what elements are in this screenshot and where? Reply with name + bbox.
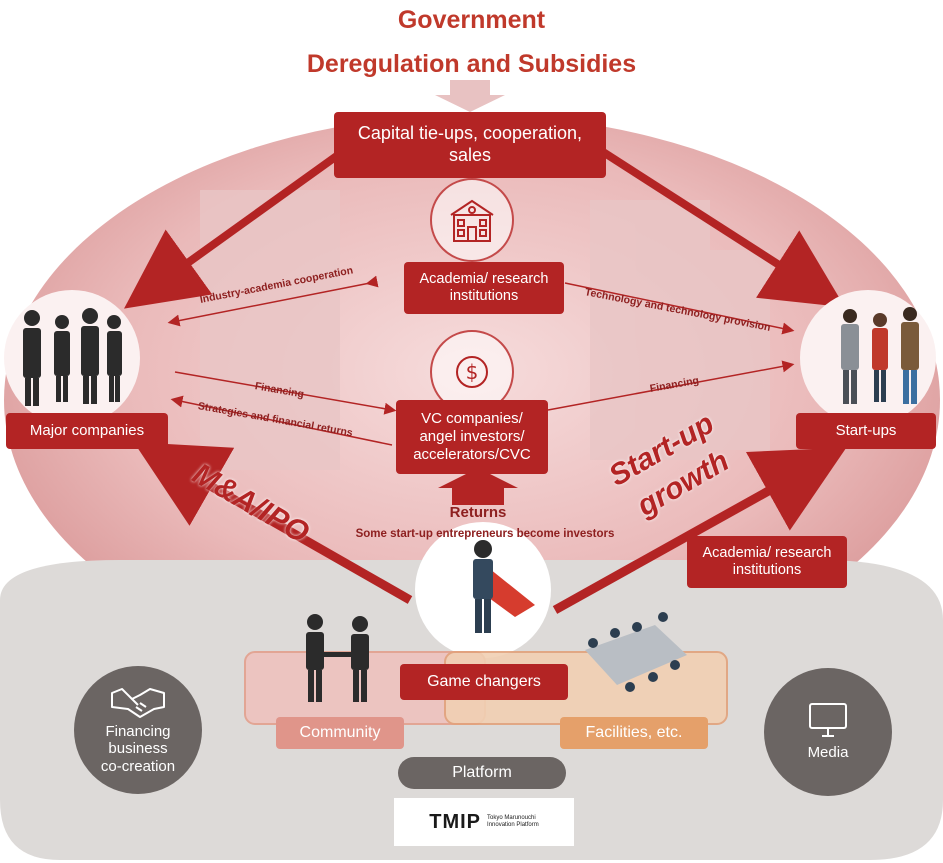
handshake-people-icon — [306, 614, 369, 702]
building-icon — [430, 178, 514, 262]
title-government: Government — [397, 6, 546, 34]
vc-box: VC companies/ angel investors/ accelerat… — [396, 400, 548, 474]
facilities-label: Facilities, etc. — [560, 717, 708, 749]
title-deregulation: Deregulation and Subsidies — [306, 50, 637, 78]
monitor-icon — [809, 703, 847, 738]
game-changers-box: Game changers — [400, 664, 568, 700]
arrow-ma-ipo — [133, 442, 413, 604]
arrow-to-startups — [597, 146, 845, 308]
entrepreneurs-label: Some start-up entrepreneurs become inves… — [355, 528, 615, 540]
tmip-logo-sub: Tokyo Marunouchi Innovation Platform — [487, 814, 539, 828]
platform-label: Platform — [398, 757, 566, 789]
arrow-to-major — [124, 146, 348, 309]
startups-box: Start-ups — [796, 413, 936, 449]
returns-arrow — [438, 468, 518, 505]
academia-right-box: Academia/ research institutions — [687, 536, 847, 588]
financing-line1: Financing — [105, 723, 171, 741]
financing-line2: business — [108, 740, 168, 758]
svg-text:$: $ — [466, 360, 479, 384]
arrow-tech-provision — [564, 282, 795, 335]
media-label: Media — [807, 744, 849, 762]
academia-center-box: Academia/ research institutions — [404, 262, 564, 314]
startup-people-icon — [841, 307, 919, 404]
returns-label: Returns — [449, 504, 507, 521]
building-silhouettes — [200, 190, 770, 470]
financing-cocreation-circle: Financing business co-creation — [74, 666, 202, 794]
handshake-icon — [111, 688, 165, 719]
financing-line3: co-creation — [100, 757, 176, 775]
down-arrow — [435, 80, 505, 112]
media-circle: Media — [764, 668, 892, 796]
community-label: Community — [276, 717, 404, 749]
tmip-logo: TMIP Tokyo Marunouchi Innovation Platfor… — [394, 798, 574, 846]
capital-box: Capital tie-ups, cooperation, sales — [334, 112, 606, 178]
major-companies-box: Major companies — [6, 413, 168, 449]
arrow-financing-left — [174, 371, 397, 415]
tmip-logo-mark: TMIP — [429, 810, 482, 833]
superhero-icon — [473, 540, 535, 633]
business-people-icon — [23, 308, 122, 406]
arrow-industry-academia — [167, 275, 379, 327]
arrow-financing-right — [547, 360, 795, 411]
arrow-strategies — [170, 395, 393, 446]
meeting-table-icon — [585, 612, 687, 692]
arrow-startup-growth — [552, 447, 847, 614]
